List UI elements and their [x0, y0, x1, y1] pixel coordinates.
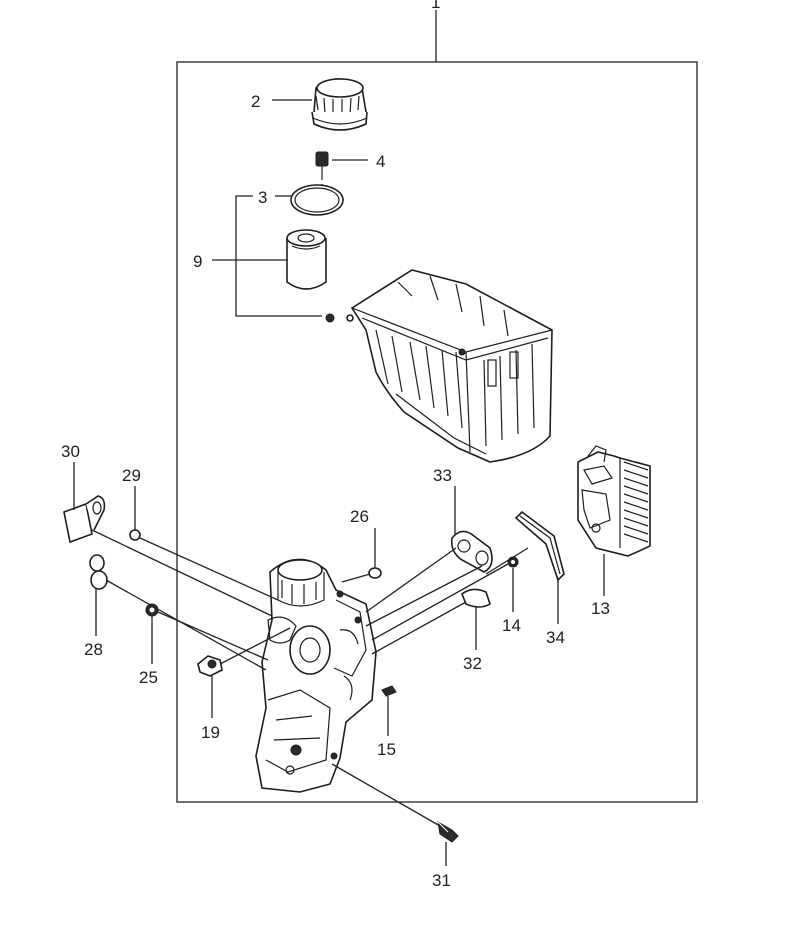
callout-29: 29	[122, 466, 141, 485]
assembly-frame	[176, 10, 698, 803]
callout-28: 28	[84, 640, 103, 659]
part-33-gasket[interactable]	[450, 530, 493, 573]
pan-drain-plug[interactable]	[325, 313, 335, 323]
callout-labels: 1 2 4 3 9 30 29 33 26 13 14 34 28 32 25 …	[61, 0, 610, 890]
callout-13: 13	[591, 599, 610, 618]
oil-pan	[346, 269, 553, 463]
part-28-seal[interactable]	[89, 554, 108, 590]
leader-lines	[73, 99, 605, 866]
part-13-oil-cooler[interactable]	[577, 445, 651, 557]
callout-32: 32	[463, 654, 482, 673]
callout-30: 30	[61, 442, 80, 461]
callout-25: 25	[139, 668, 158, 687]
part-15-clip[interactable]	[381, 685, 397, 697]
part-32-gasket[interactable]	[461, 588, 491, 608]
part-30-bracket[interactable]	[63, 495, 106, 544]
callout-3: 3	[258, 188, 267, 207]
callout-9: 9	[193, 252, 202, 271]
callout-31: 31	[432, 871, 451, 890]
part-14-seal[interactable]	[507, 556, 519, 568]
callout-1: 1	[431, 0, 440, 12]
part-4-valve[interactable]	[315, 151, 329, 196]
callout-19: 19	[201, 723, 220, 742]
part-29-seal-ring[interactable]	[129, 529, 141, 541]
callout-15: 15	[377, 740, 396, 759]
part-9-filter-element[interactable]	[286, 229, 327, 290]
callout-14: 14	[502, 616, 521, 635]
part-19-sensor[interactable]	[197, 655, 223, 677]
callout-4: 4	[376, 152, 385, 171]
part-34-gasket[interactable]	[514, 510, 565, 582]
callout-34: 34	[546, 628, 565, 647]
oil-filter-housing	[255, 558, 377, 793]
part-31-bolt[interactable]	[437, 821, 459, 843]
part-26-plug[interactable]	[368, 567, 382, 579]
callout-26: 26	[350, 507, 369, 526]
part-3-o-ring[interactable]	[290, 184, 344, 216]
part-2-filter-cap[interactable]	[311, 78, 368, 131]
callout-33: 33	[433, 466, 452, 485]
callout-2: 2	[251, 92, 260, 111]
